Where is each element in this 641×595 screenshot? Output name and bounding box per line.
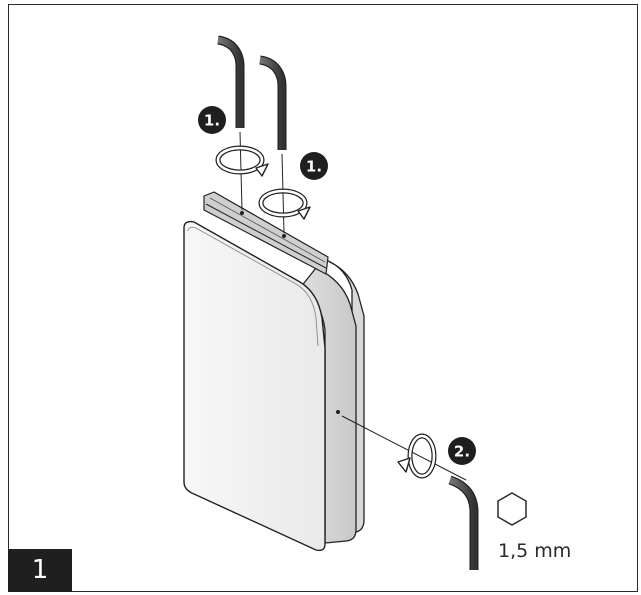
svg-text:1.: 1. [306, 158, 322, 176]
allen-key-left [217, 35, 245, 128]
side-screw-hole [336, 410, 340, 414]
tool-size-label: 1,5 mm [498, 540, 572, 562]
device-front-face [183, 220, 326, 552]
rotate-arrow-icon [397, 433, 437, 479]
svg-text:1.: 1. [204, 112, 220, 130]
step-badge-1-left: 1. [198, 106, 226, 134]
rotate-arrow-icon [215, 145, 269, 177]
step-number-badge: 1 [8, 549, 72, 592]
device-top-rail [203, 191, 329, 275]
top-screw-hole-left [240, 211, 244, 215]
device [183, 191, 365, 552]
step-badge-1-right: 1. [300, 152, 328, 180]
rotate-arrow-icon [258, 188, 311, 220]
hexagon-icon [497, 492, 527, 526]
allen-key-side [448, 475, 479, 570]
instruction-frame [8, 4, 638, 592]
device-back-plate [205, 195, 365, 534]
guide-line-side [341, 415, 467, 481]
svg-text:2.: 2. [454, 443, 470, 461]
allen-key-right [259, 55, 287, 150]
step-badge-2: 2. [448, 437, 476, 465]
top-screw-hole-right [282, 234, 286, 238]
